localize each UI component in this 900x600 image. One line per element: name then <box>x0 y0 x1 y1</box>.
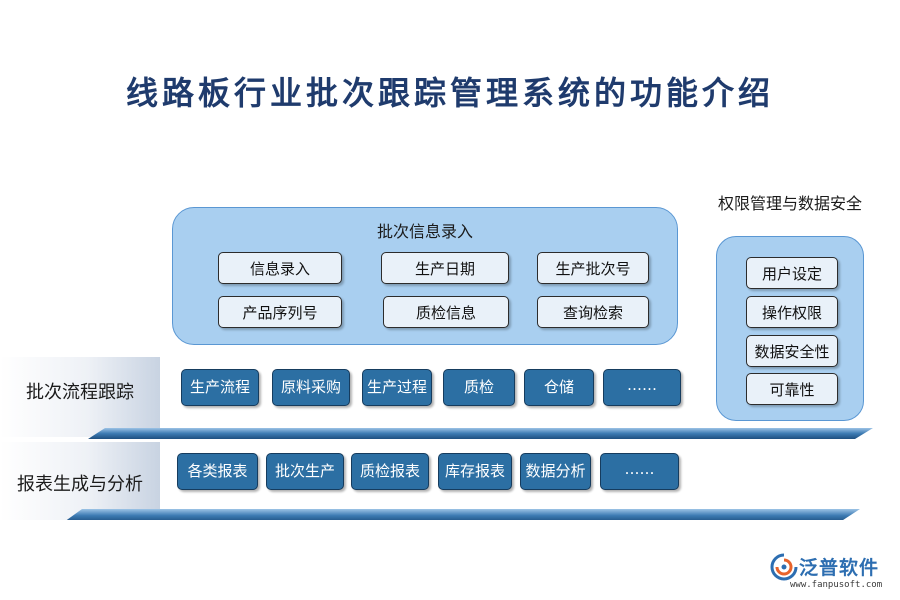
report-row-label-bg <box>0 442 160 520</box>
flow-item-quality-check: 质检 <box>443 369 515 406</box>
report-item-all-reports: 各类报表 <box>177 453 258 490</box>
flow-row-label-bg <box>0 357 160 437</box>
security-item-permissions: 操作权限 <box>746 296 838 328</box>
logo-url: www.fanpusoft.com <box>790 580 883 590</box>
flow-item-production-course: 生产过程 <box>362 369 432 406</box>
flow-item-production-process: 生产流程 <box>181 369 259 406</box>
security-item-user-settings: 用户设定 <box>746 257 838 289</box>
report-item-inventory-report: 库存报表 <box>438 453 512 490</box>
security-panel-title: 权限管理与数据安全 <box>717 194 862 213</box>
logo-name: 泛普软件 <box>799 557 880 579</box>
entry-item-serial-number: 产品序列号 <box>218 296 342 328</box>
flow-row-label: 批次流程跟踪 <box>26 382 134 403</box>
report-row-band <box>66 509 860 520</box>
entry-item-batch-number: 生产批次号 <box>537 252 649 284</box>
report-item-data-analysis: 数据分析 <box>520 453 591 490</box>
security-item-reliability: 可靠性 <box>746 373 838 405</box>
page-title: 线路板行业批次跟踪管理系统的功能介绍 <box>125 74 774 112</box>
report-row-label: 报表生成与分析 <box>17 474 143 495</box>
fanpu-logo-icon <box>770 553 798 581</box>
entry-item-qc-info: 质检信息 <box>383 296 509 328</box>
flow-item-more: …… <box>603 369 681 406</box>
report-item-qc-report: 质检报表 <box>351 453 429 490</box>
entry-item-production-date: 生产日期 <box>381 252 509 284</box>
flow-item-material-purchase: 原料采购 <box>272 369 350 406</box>
row-bands <box>66 428 873 520</box>
entry-item-query-search: 查询检索 <box>537 296 649 328</box>
report-item-more: …… <box>600 453 679 490</box>
flow-item-warehousing: 仓储 <box>524 369 594 406</box>
batch-entry-panel-title: 批次信息录入 <box>376 222 473 241</box>
flow-row-band <box>88 428 873 439</box>
report-item-batch-production: 批次生产 <box>266 453 344 490</box>
security-item-data-security: 数据安全性 <box>746 335 838 367</box>
entry-item-info-input: 信息录入 <box>218 252 342 284</box>
